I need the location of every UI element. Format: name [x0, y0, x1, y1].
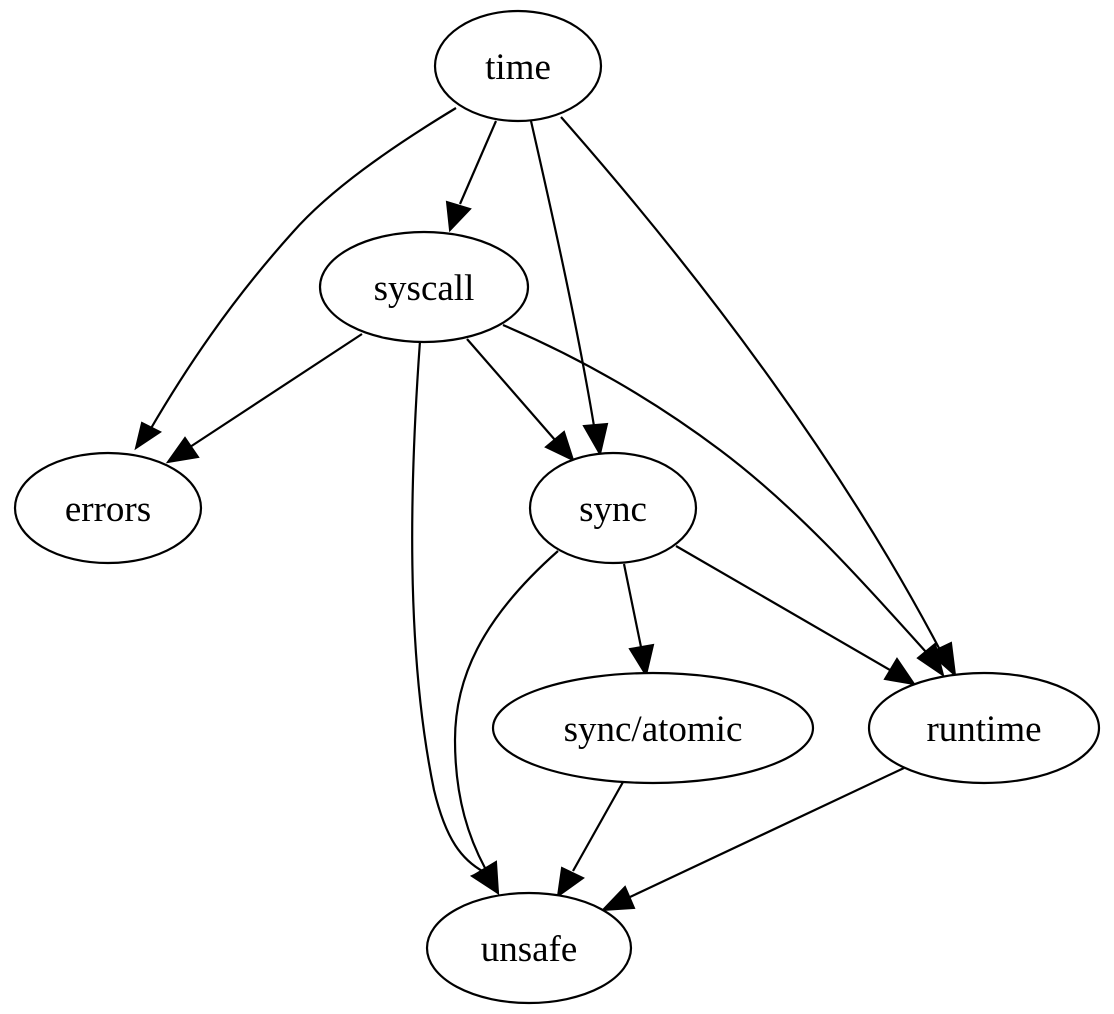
nodes: time syscall errors sync sync/atomic run…	[13, 9, 1101, 1005]
node-time[interactable]: time	[433, 9, 603, 123]
node-label-errors: errors	[65, 489, 151, 530]
edges	[134, 107, 957, 912]
edge-time-syscall	[445, 120, 498, 233]
edge-sync-runtime	[675, 545, 917, 686]
edge-syncatomic-unsafe	[556, 781, 624, 899]
node-unsafe[interactable]: unsafe	[425, 891, 633, 1005]
edge-time-sync	[529, 120, 609, 457]
node-sync-atomic[interactable]: sync/atomic	[491, 671, 815, 785]
edge-sync-unsafe	[453, 550, 559, 896]
edge-syscall-errors	[165, 333, 363, 464]
edge-time-runtime	[560, 116, 957, 678]
node-label-unsafe: unsafe	[481, 929, 578, 970]
node-syscall[interactable]: syscall	[318, 230, 530, 344]
node-runtime[interactable]: runtime	[867, 671, 1101, 785]
node-sync[interactable]: sync	[528, 451, 698, 565]
node-label-sync-atomic: sync/atomic	[564, 709, 743, 750]
node-label-runtime: runtime	[926, 709, 1041, 750]
edge-syscall-runtime	[502, 323, 945, 678]
edge-runtime-unsafe	[600, 767, 905, 912]
edge-sync-syncatomic	[622, 563, 655, 678]
node-label-time: time	[485, 47, 551, 88]
node-label-syscall: syscall	[374, 268, 475, 309]
node-label-sync: sync	[579, 489, 647, 530]
edge-syscall-unsafe	[411, 340, 500, 896]
edge-syscall-sync	[466, 338, 575, 462]
node-errors[interactable]: errors	[13, 451, 203, 565]
edge-time-errors	[134, 107, 457, 451]
